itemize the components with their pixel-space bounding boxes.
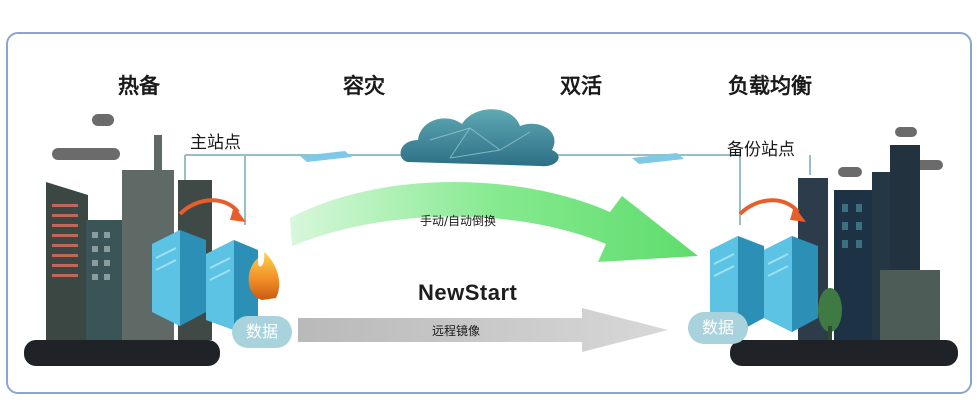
right-ground [730, 340, 958, 366]
backup-site-label: 备份站点 [727, 140, 795, 160]
data-badge-right: 数据 [688, 312, 748, 344]
remote-mirror-arrow [298, 308, 668, 352]
disaster-recovery-label: 容灾 [343, 74, 385, 98]
left-server-icon [152, 230, 258, 330]
brand-label: NewStart [418, 280, 518, 305]
switchover-label: 手动/自动倒换 [420, 214, 497, 228]
data-badge-left: 数据 [232, 316, 292, 348]
right-server-icon [710, 236, 818, 332]
cloud-icon [400, 109, 559, 167]
active-active-label: 双活 [560, 74, 602, 98]
remote-mirror-label: 远程镜像 [432, 324, 481, 338]
tree-icon [818, 288, 842, 340]
right-failover-curve [738, 198, 800, 216]
switchover-arrow [290, 181, 698, 262]
diagram-frame [6, 32, 972, 394]
hot-standby-label: 热备 [118, 74, 160, 98]
fire-icon [248, 252, 280, 300]
left-ground [24, 340, 220, 366]
primary-site-label: 主站点 [190, 133, 241, 153]
switch-icon [300, 151, 684, 164]
load-balancing-label: 负载均衡 [728, 74, 812, 98]
